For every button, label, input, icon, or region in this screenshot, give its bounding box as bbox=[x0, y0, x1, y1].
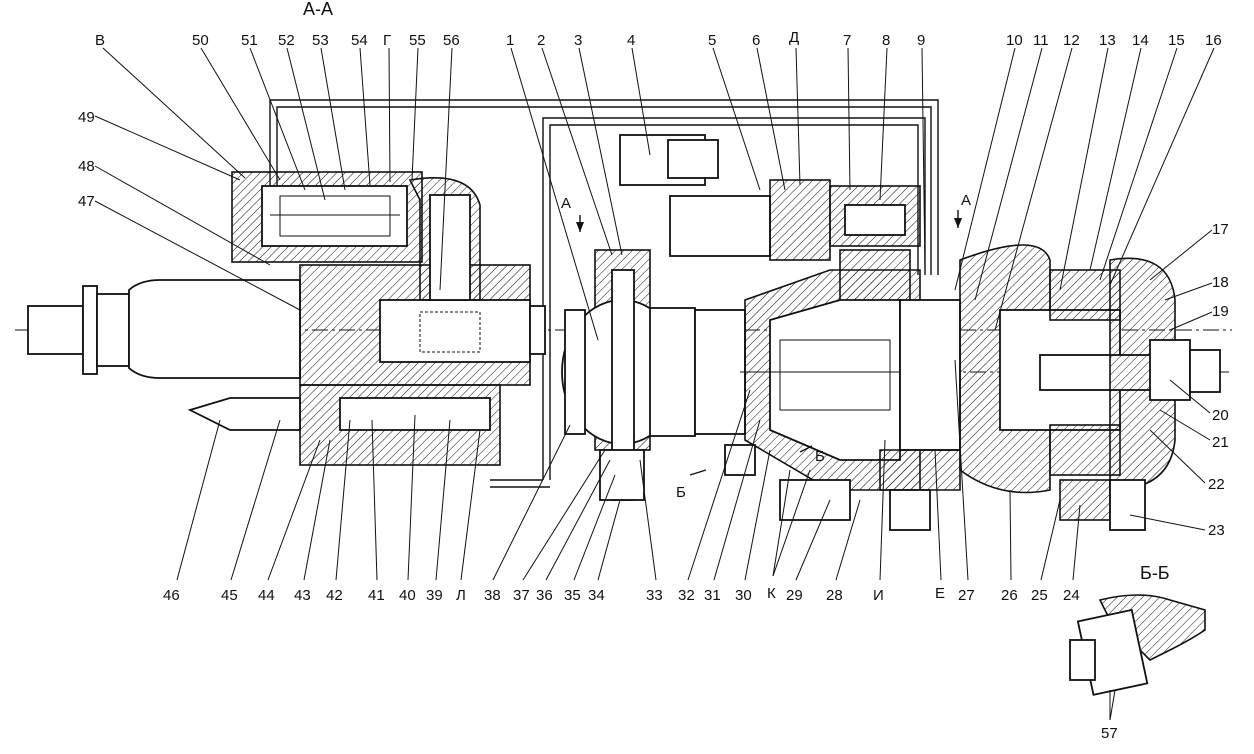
label-top-16: 7 bbox=[843, 32, 851, 49]
label-section-b-left: Б bbox=[676, 484, 686, 501]
label-left-1: 48 bbox=[78, 158, 95, 175]
label-top-25: 16 bbox=[1205, 32, 1222, 49]
label-bottom-26: 24 bbox=[1063, 587, 1080, 604]
label-section-b-right: Б bbox=[815, 448, 825, 465]
label-bottom-20: 28 bbox=[826, 587, 843, 604]
label-bottom-24: 26 bbox=[1001, 587, 1018, 604]
label-left-2: 47 bbox=[78, 193, 95, 210]
label-bottom-21: И bbox=[873, 587, 884, 604]
label-bottom-14: 33 bbox=[646, 587, 663, 604]
label-bottom-11: 36 bbox=[536, 587, 553, 604]
label-top-0: В bbox=[95, 32, 105, 49]
label-top-23: 14 bbox=[1132, 32, 1149, 49]
label-bottom-15: 32 bbox=[678, 587, 695, 604]
bottom-labels: 46 45 44 43 42 41 40 39 Л 38 37 36 35 34… bbox=[163, 585, 1080, 604]
label-right-2: 19 bbox=[1212, 303, 1229, 320]
label-bottom-16: 31 bbox=[704, 587, 721, 604]
label-bottom-1: 45 bbox=[221, 587, 238, 604]
compressor-assembly bbox=[959, 244, 1221, 531]
label-right-1: 18 bbox=[1212, 274, 1229, 291]
label-bottom-13: 34 bbox=[588, 587, 605, 604]
label-top-15: Д bbox=[789, 29, 799, 46]
label-right-3: 20 bbox=[1212, 407, 1229, 424]
label-bottom-25: 25 bbox=[1031, 587, 1048, 604]
label-section-a-right: А bbox=[961, 192, 971, 209]
label-top-5: 54 bbox=[351, 32, 368, 49]
label-top-17: 8 bbox=[882, 32, 890, 49]
label-top-12: 4 bbox=[627, 32, 635, 49]
label-top-4: 53 bbox=[312, 32, 329, 49]
label-top-7: 55 bbox=[409, 32, 426, 49]
label-top-24: 15 bbox=[1168, 32, 1185, 49]
label-bottom-6: 40 bbox=[399, 587, 416, 604]
left-labels: 49 48 47 bbox=[78, 109, 95, 210]
label-bottom-8: Л bbox=[456, 587, 466, 604]
label-right-6: 23 bbox=[1208, 522, 1225, 539]
label-bottom-4: 42 bbox=[326, 587, 343, 604]
label-bottom-10: 37 bbox=[513, 587, 530, 604]
label-top-19: 10 bbox=[1006, 32, 1023, 49]
label-section-a-left: А bbox=[561, 195, 571, 212]
label-top-11: 3 bbox=[574, 32, 582, 49]
label-top-1: 50 bbox=[192, 32, 209, 49]
label-right-4: 21 bbox=[1212, 434, 1229, 451]
starter-motor bbox=[27, 279, 301, 379]
label-top-8: 56 bbox=[443, 32, 460, 49]
label-bottom-23: 27 bbox=[958, 587, 975, 604]
top-labels: В 50 51 52 53 54 Г 55 56 1 2 3 4 5 6 Д 7… bbox=[95, 29, 1222, 49]
label-bottom-18: К bbox=[767, 585, 776, 602]
label-bottom-3: 43 bbox=[294, 587, 311, 604]
section-title-detail: Б-Б bbox=[1140, 563, 1170, 583]
label-top-22: 13 bbox=[1099, 32, 1116, 49]
label-left-0: 49 bbox=[78, 109, 95, 126]
label-bottom-22: Е bbox=[935, 585, 945, 602]
label-bottom-17: 30 bbox=[735, 587, 752, 604]
label-right-0: 17 bbox=[1212, 221, 1229, 238]
label-bottom-9: 38 bbox=[484, 587, 501, 604]
label-bottom-12: 35 bbox=[564, 587, 581, 604]
section-markers bbox=[576, 210, 962, 476]
label-bottom-0: 46 bbox=[163, 587, 180, 604]
butterfly-valve bbox=[561, 134, 746, 501]
label-top-2: 51 bbox=[241, 32, 258, 49]
label-top-9: 1 bbox=[506, 32, 514, 49]
label-top-14: 6 bbox=[752, 32, 760, 49]
label-top-18: 9 bbox=[917, 32, 925, 49]
label-bottom-2: 44 bbox=[258, 587, 275, 604]
right-labels: 17 18 19 20 21 22 23 bbox=[1208, 221, 1229, 539]
detail-b-b bbox=[1069, 594, 1206, 720]
label-top-10: 2 bbox=[537, 32, 545, 49]
label-bottom-19: 29 bbox=[786, 587, 803, 604]
label-top-20: 11 bbox=[1033, 32, 1049, 49]
label-bottom-5: 41 bbox=[368, 587, 385, 604]
label-top-3: 52 bbox=[278, 32, 295, 49]
label-right-5: 22 bbox=[1208, 476, 1225, 493]
label-detail-57: 57 bbox=[1101, 725, 1118, 742]
label-top-13: 5 bbox=[708, 32, 716, 49]
left-housing bbox=[187, 171, 546, 466]
label-bottom-7: 39 bbox=[426, 587, 443, 604]
turbine-housing bbox=[724, 269, 961, 531]
label-top-21: 12 bbox=[1063, 32, 1080, 49]
label-top-6: Г bbox=[383, 32, 391, 49]
leader-lines bbox=[94, 47, 1215, 721]
section-title-main: А-А bbox=[303, 0, 333, 19]
